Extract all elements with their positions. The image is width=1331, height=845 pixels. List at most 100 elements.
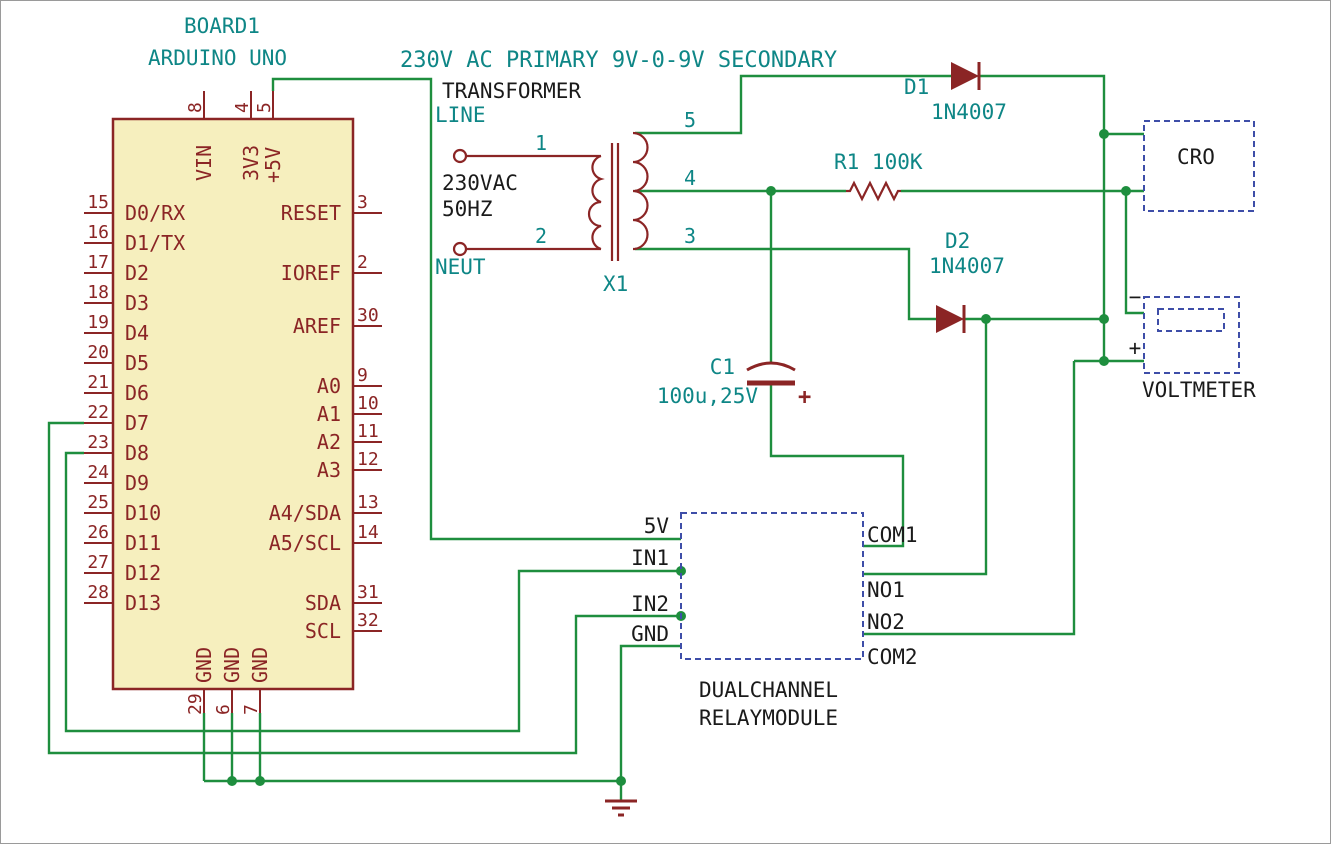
pin-num-gnd3: 7 (241, 704, 262, 715)
wire-sec3-to-d2 (635, 247, 936, 321)
wire-d8-to-in1 (64, 451, 681, 733)
wire-sec5-to-d1 (635, 74, 951, 135)
pin-num: 32 (357, 610, 379, 631)
right-pin-stubs (353, 212, 382, 632)
junction-cro-top (1099, 129, 1109, 139)
pin-label: D5 (125, 351, 149, 375)
pin-num: 16 (87, 222, 109, 243)
pin-num: 12 (357, 449, 379, 470)
pin-label: D2 (125, 261, 149, 285)
pin-label-vin: VIN (192, 145, 216, 181)
pin-num: 30 (357, 305, 379, 326)
relay-pin-no1: NO1 (867, 578, 905, 602)
c1-curved-plate (746, 361, 796, 372)
pin-label: A1 (317, 402, 341, 426)
pin-num: 19 (87, 312, 109, 333)
pin-num-gnd1: 29 (185, 693, 206, 715)
junction-gnd-bus-2 (255, 776, 265, 786)
voltmeter-label: VOLTMETER (1142, 378, 1256, 402)
voltmeter-module: − + VOLTMETER (1129, 285, 1256, 402)
wires (47, 74, 1144, 801)
pin-num: 15 (87, 192, 109, 213)
d1-value: 1N4007 (931, 100, 1007, 124)
r1-label: R1 100K (834, 150, 923, 174)
pin-label: D13 (125, 591, 161, 615)
pin-num: 10 (357, 393, 379, 414)
pin-num: 23 (87, 432, 109, 453)
primary-coil (587, 154, 605, 251)
junction-c1-tap (766, 186, 776, 196)
pin-num-vin: 8 (185, 102, 206, 113)
wire-c1-bottom-to-com1 (769, 385, 905, 548)
pin-num: 18 (87, 282, 109, 303)
pin-label: D4 (125, 321, 149, 345)
pin-num: 25 (87, 492, 109, 513)
pin-label: D7 (125, 411, 149, 435)
c1-ref: C1 (710, 355, 735, 379)
pin-num: 27 (87, 552, 109, 573)
pin-label: A4/SDA (269, 501, 341, 525)
junction-rail-vplus (1099, 356, 1109, 366)
pin-label: D12 (125, 561, 161, 585)
wire-no2-to-voltmeter (863, 361, 1076, 636)
pin-num: 3 (357, 192, 368, 213)
pin-label-gnd1: GND (192, 647, 216, 683)
transformer-pin-4: 4 (684, 166, 696, 190)
transformer-pin-5: 5 (684, 108, 696, 132)
pin-num: 22 (87, 402, 109, 423)
pin-label: AREF (293, 314, 341, 338)
pin-label: D10 (125, 501, 161, 525)
junction-in1 (676, 566, 686, 576)
relay-pin-in2: IN2 (631, 592, 669, 616)
relay-pin-in1: IN1 (631, 546, 669, 570)
relay-module: 5V IN1 IN2 GND COM1 NO1 NO2 COM2 DUALCHA… (631, 512, 918, 730)
pin-num: 11 (357, 421, 379, 442)
c1-polarity: + (798, 385, 811, 410)
line-label: LINE (435, 103, 486, 127)
line-terminal (452, 148, 468, 164)
pin-label: D1/TX (125, 231, 185, 255)
voltmeter-minus-sign: − (1129, 285, 1142, 309)
right-pin-numbers: 3 2 30 9 10 11 12 13 14 31 32 (357, 192, 379, 631)
pin-label-gnd2: GND (220, 647, 244, 683)
r1-zigzag (846, 180, 901, 202)
pin-label: A0 (317, 374, 341, 398)
transformer-frequency: 50HZ (442, 197, 493, 221)
pin-label: SDA (305, 591, 341, 615)
voltmeter-box (1143, 296, 1240, 374)
pin-num: 2 (357, 252, 368, 273)
cro-module: CRO (1143, 120, 1255, 212)
board-ref: BOARD1 (184, 14, 260, 38)
relay-pin-no2: NO2 (867, 610, 905, 634)
transformer-voltage: 230VAC (442, 171, 518, 195)
pin-num: 20 (87, 342, 109, 363)
diode-d2: D2 1N4007 (929, 229, 1005, 333)
ground-symbol (605, 799, 637, 817)
neut-terminal (452, 241, 468, 257)
pin-label: D8 (125, 441, 149, 465)
junction-gnd-bus-1 (227, 776, 237, 786)
pin-label: D0/RX (125, 201, 185, 225)
pin-label: D9 (125, 471, 149, 495)
capacitor-c1: + C1 100u,25V (657, 355, 811, 410)
diode-d1: D1 1N4007 (904, 62, 1007, 124)
relay-pin-com1: COM1 (867, 523, 918, 547)
pin-label: RESET (281, 201, 341, 225)
pin-num: 14 (357, 522, 379, 543)
voltmeter-plus-sign: + (1129, 336, 1142, 360)
left-pin-labels: D0/RX D1/TX D2 D3 D4 D5 D6 D7 D8 D9 D10 … (125, 201, 185, 615)
transformer: 230V AC PRIMARY 9V-0-9V SECONDARY TRANSF… (400, 48, 837, 296)
d2-ref: D2 (945, 229, 970, 253)
cro-box (1143, 120, 1255, 212)
pin-num: 28 (87, 582, 109, 603)
pin-label: A3 (317, 458, 341, 482)
pin-num-5v: 5 (254, 102, 275, 113)
wire-voltmeter-minus (1124, 191, 1144, 315)
transformer-ref: X1 (603, 272, 628, 296)
pin-num: 24 (87, 462, 109, 483)
arduino-board-body (111, 117, 355, 691)
pin-num: 31 (357, 582, 379, 603)
pin-num: 17 (87, 252, 109, 273)
transformer-pin-3: 3 (684, 224, 696, 248)
